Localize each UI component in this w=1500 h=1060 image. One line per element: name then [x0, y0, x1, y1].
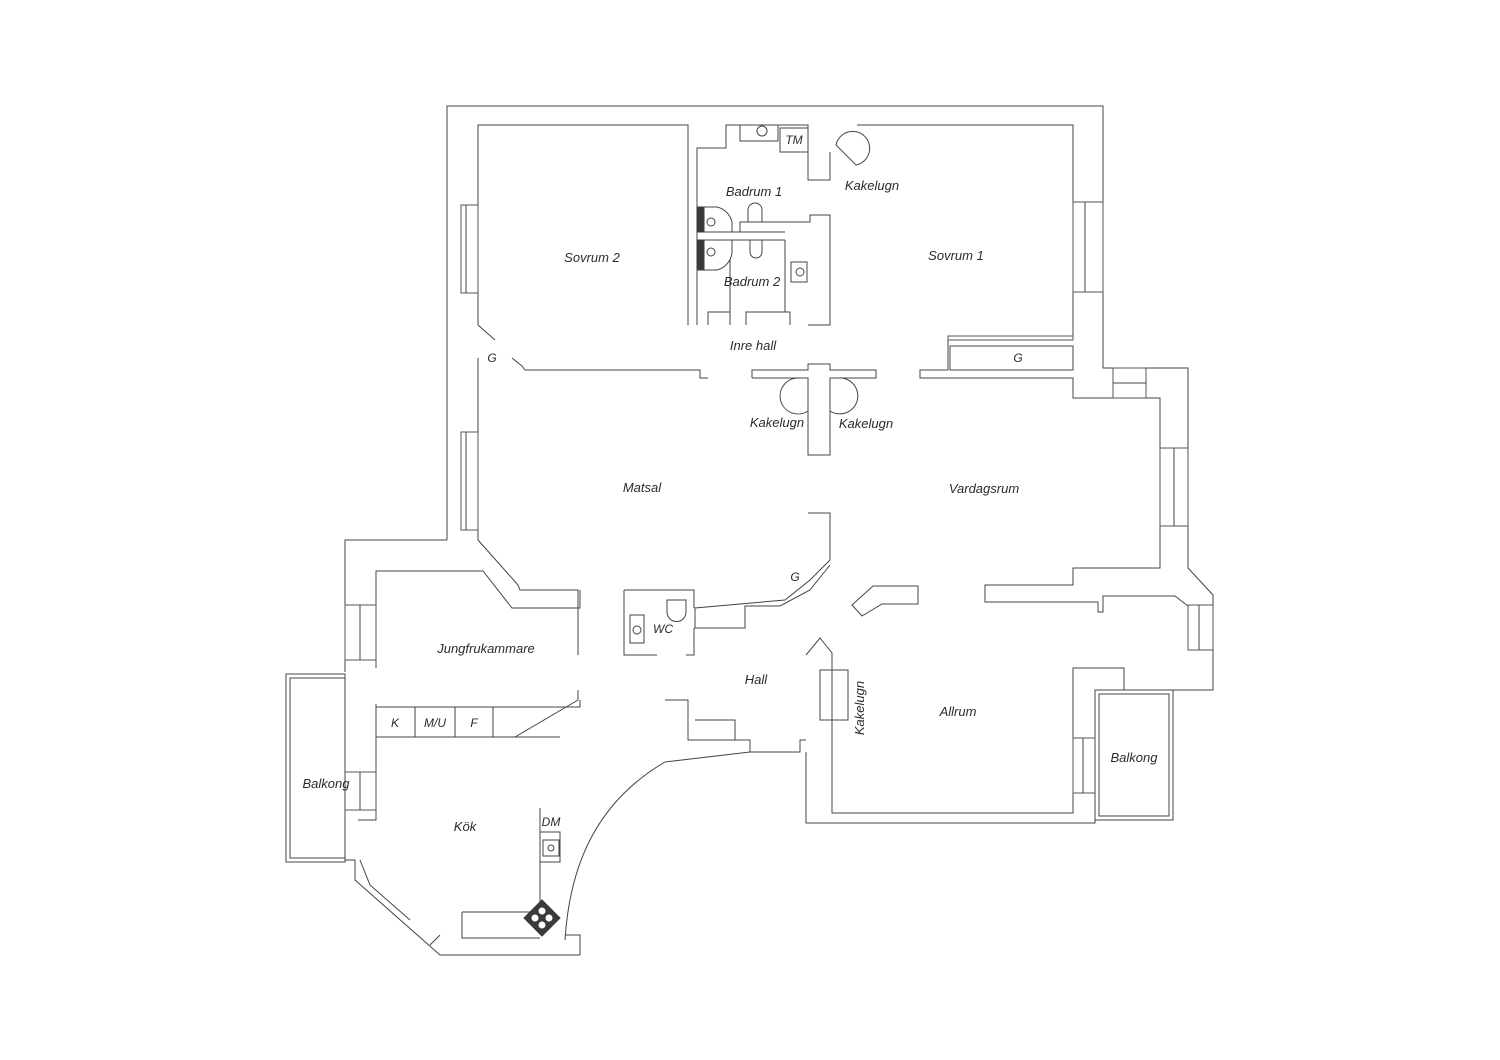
label-kakelugn-allrum: Kakelugn	[852, 681, 867, 735]
room-label-badrum-2: Badrum 2	[724, 274, 781, 289]
label-kakelugn-vardagsrum: Kakelugn	[839, 416, 893, 431]
label-dm: DM	[542, 815, 561, 829]
room-label-hall: Hall	[745, 672, 769, 687]
room-label-balkong-left: Balkong	[303, 776, 351, 791]
kakelugn-allrum-stove	[831, 669, 849, 721]
room-label-vardagsrum: Vardagsrum	[949, 481, 1019, 496]
label-g-matsal: G	[790, 570, 799, 584]
room-label-allrum: Allrum	[939, 704, 977, 719]
room-label-jungfrukammare: Jungfrukammare	[436, 641, 535, 656]
room-label-balkong-right: Balkong	[1111, 750, 1159, 765]
room-label-sovrum-1: Sovrum 1	[928, 248, 984, 263]
room-label-kok: Kök	[454, 819, 478, 834]
room-label-wc: WC	[653, 622, 673, 636]
label-f: F	[470, 716, 478, 730]
room-label-inre-hall: Inre hall	[730, 338, 777, 353]
windows	[344, 201, 1214, 811]
label-kakelugn-matsal: Kakelugn	[750, 415, 804, 430]
label-k: K	[391, 716, 400, 730]
kitchen-fixtures	[523, 831, 561, 937]
label-g-sovrum-1: G	[1013, 351, 1022, 365]
doors	[779, 130, 871, 415]
label-kakelugn-sovrum-1: Kakelugn	[845, 178, 899, 193]
bathroom-fixtures	[629, 124, 809, 644]
room-label-badrum-1: Badrum 1	[726, 184, 782, 199]
room-label-tm: TM	[785, 133, 802, 147]
label-m-u: M/U	[424, 716, 446, 730]
fixture-labels: Kakelugn Kakelugn Kakelugn Kakelugn G G …	[391, 178, 1023, 829]
room-label-matsal: Matsal	[623, 480, 662, 495]
room-label-sovrum-2: Sovrum 2	[564, 250, 620, 265]
interior-walls	[358, 124, 1189, 946]
label-g-sovrum-2: G	[487, 351, 496, 365]
balconies	[285, 673, 1174, 863]
room-labels: Sovrum 2 Sovrum 1 Badrum 1 Badrum 2 TM I…	[303, 133, 1159, 834]
